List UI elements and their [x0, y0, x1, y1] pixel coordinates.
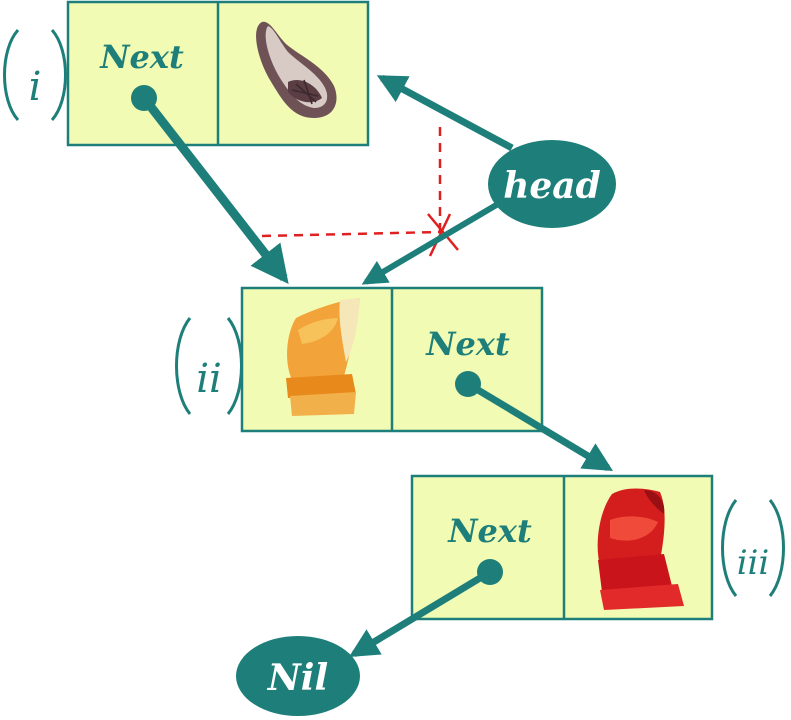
- arrow-head-to-ii: [361, 201, 500, 285]
- head-label: head: [503, 165, 601, 207]
- node-iii-next-label: Next: [447, 512, 532, 550]
- roman-label-ii: ii: [175, 317, 243, 415]
- node-ii-next-label: Next: [425, 325, 510, 363]
- node-iii: Next iii: [410, 474, 785, 621]
- orange-heel-shoe-image: [286, 298, 360, 416]
- roman-label-iii: iii: [721, 499, 785, 597]
- pointer-dot-ii: [455, 371, 481, 397]
- node-i: Next i: [3, 0, 370, 147]
- arrow-ii-to-iii: [466, 380, 614, 472]
- roman-i-text: i: [29, 64, 42, 110]
- node-ii: Next ii: [175, 286, 544, 433]
- arrow-iii-to-nil: [348, 569, 492, 658]
- head-ellipse: [488, 140, 616, 228]
- head-pointer: head: [488, 140, 616, 228]
- brown-flat-shoe-image: [256, 21, 337, 119]
- nil-label: Nil: [267, 657, 328, 699]
- arrow-head-to-i: [376, 74, 514, 152]
- node-i-next-label: Next: [99, 38, 184, 76]
- nil-terminator: Nil: [236, 636, 360, 716]
- roman-ii-text: ii: [196, 356, 222, 402]
- roman-label-i: i: [3, 28, 67, 122]
- nil-ellipse: [236, 636, 360, 716]
- pointer-dot-i: [131, 85, 157, 111]
- arrow-i-to-ii: [140, 95, 289, 284]
- pointer-dot-iii: [477, 559, 503, 585]
- red-heel-shoe-image: [597, 488, 684, 610]
- roman-iii-text: iii: [737, 543, 770, 583]
